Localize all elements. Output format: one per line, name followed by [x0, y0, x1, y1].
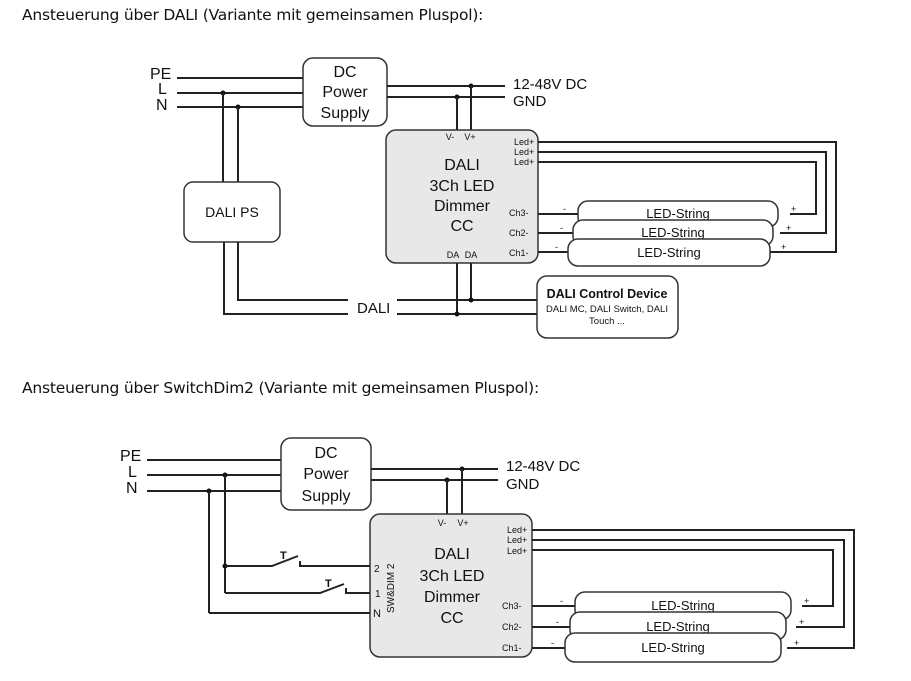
label-da-2: DA	[465, 250, 478, 260]
dimmer-label-3: Dimmer	[424, 589, 481, 606]
wire-terminal-2	[299, 561, 370, 567]
junction-dot	[468, 297, 474, 303]
label-pe: PE	[120, 448, 141, 465]
push-switch-1	[225, 583, 345, 594]
label-led-plus-2: Led+	[514, 147, 534, 157]
label-v-minus: V-	[438, 518, 447, 528]
label-vdc: 12-48V DC	[513, 76, 587, 93]
dimmer-label-4: CC	[440, 610, 463, 627]
dali-dimmer-box	[369, 513, 533, 658]
wire-led-plus-3	[538, 161, 817, 215]
dali-control-line2: Touch ...	[589, 316, 625, 327]
power-supply-label-2: Power	[322, 84, 368, 101]
wire-led-plus-2	[532, 539, 845, 628]
label-n: N	[126, 480, 138, 497]
plus-sign: +	[804, 596, 809, 606]
dali-dimmer-box	[385, 129, 539, 264]
label-led-plus-3: Led+	[514, 157, 534, 167]
dimmer-label-2: 3Ch LED	[430, 178, 495, 195]
switch-label-t: T	[280, 550, 287, 562]
label-led-plus-1: Led+	[514, 137, 534, 147]
label-ch2: Ch2-	[502, 622, 522, 632]
label-v-plus: V+	[464, 132, 475, 142]
led-string-1: LED-String - +	[555, 238, 786, 267]
power-supply-label-2: Power	[303, 466, 349, 483]
label-ch1: Ch1-	[509, 248, 529, 258]
minus-sign: -	[560, 596, 563, 606]
dc-power-supply-box	[280, 437, 372, 511]
plus-sign: +	[781, 242, 786, 252]
wire-dali-ps-2	[223, 242, 348, 315]
label-gnd: GND	[513, 93, 547, 110]
svg-text:LED-String: LED-String	[641, 225, 705, 240]
power-supply-label-3: Supply	[302, 488, 351, 505]
label-ch2: Ch2-	[509, 228, 529, 238]
wire-dali-ps-1	[237, 242, 348, 301]
svg-text:LED-String: LED-String	[651, 598, 715, 613]
label-led-plus-1: Led+	[507, 525, 527, 535]
label-ch1: Ch1-	[502, 643, 522, 653]
svg-text:LED-String: LED-String	[646, 206, 710, 221]
minus-sign: -	[551, 638, 554, 648]
dali-ps-label: DALI PS	[205, 204, 259, 220]
label-v-minus: V-	[446, 132, 455, 142]
minus-sign: -	[560, 223, 563, 233]
dali-control-title: DALI Control Device	[547, 287, 668, 301]
label-led-plus-3: Led+	[507, 546, 527, 556]
power-supply-label-1: DC	[314, 445, 337, 462]
diagram-switchdim: PE L N DC Power Supply 12-48V DC GND V- …	[120, 437, 855, 663]
label-l: L	[128, 464, 137, 481]
dali-bus-label: DALI	[357, 300, 390, 317]
label-l: L	[158, 81, 167, 98]
label-da-1: DA	[447, 250, 460, 260]
heading-switchdim-variant: Ansteuerung über SwitchDim2 (Variante mi…	[22, 379, 539, 397]
push-switch-2	[225, 555, 299, 567]
plus-sign: +	[791, 204, 796, 214]
plus-sign: +	[794, 638, 799, 648]
dimmer-label-4: CC	[450, 218, 473, 235]
wire-led-plus-2	[538, 151, 827, 234]
label-led-plus-2: Led+	[507, 535, 527, 545]
terminal-n-label: N	[373, 608, 381, 620]
terminal-1-label: 1	[375, 589, 381, 600]
svg-text:LED-String: LED-String	[641, 640, 705, 655]
switch-label-t: T	[325, 578, 332, 590]
dali-control-device-box	[536, 275, 679, 339]
dali-ps-box	[183, 181, 281, 243]
svg-text:LED-String: LED-String	[637, 245, 701, 260]
label-ch3: Ch3-	[502, 601, 522, 611]
wire-led-plus-1	[538, 141, 837, 253]
wire-led-plus-3	[532, 549, 834, 607]
heading-dali-variant: Ansteuerung über DALI (Variante mit geme…	[22, 6, 484, 24]
plus-sign: +	[786, 223, 791, 233]
dali-control-line1: DALI MC, DALI Switch, DALI	[546, 304, 668, 315]
dimmer-label-2: 3Ch LED	[420, 568, 485, 585]
label-ch3: Ch3-	[509, 208, 529, 218]
label-gnd: GND	[506, 476, 540, 493]
minus-sign: -	[555, 242, 558, 252]
svg-text:LED-String: LED-String	[646, 619, 710, 634]
minus-sign: -	[563, 204, 566, 214]
dimmer-label-3: Dimmer	[434, 198, 491, 215]
label-pe: PE	[150, 66, 171, 83]
label-vdc: 12-48V DC	[506, 458, 580, 475]
led-string-1: LED-String - +	[551, 632, 799, 663]
wire-terminal-1	[345, 588, 370, 594]
label-v-plus: V+	[457, 518, 468, 528]
diagram-dali: PE L N DC Power Supply 12-48V DC GND V- …	[150, 57, 837, 339]
sw-dim-vertical-label: SW&DIM 2	[386, 563, 397, 613]
terminal-2-label: 2	[374, 564, 380, 575]
power-supply-label-3: Supply	[321, 105, 370, 122]
power-supply-label-1: DC	[333, 64, 356, 81]
plus-sign: +	[799, 617, 804, 627]
dimmer-label-1: DALI	[444, 157, 480, 174]
dc-power-supply-box	[302, 57, 388, 127]
junction-dot	[454, 311, 460, 317]
label-n: N	[156, 97, 168, 114]
minus-sign: -	[556, 617, 559, 627]
dimmer-label-1: DALI	[434, 546, 470, 563]
wire-led-plus-1	[532, 529, 855, 649]
